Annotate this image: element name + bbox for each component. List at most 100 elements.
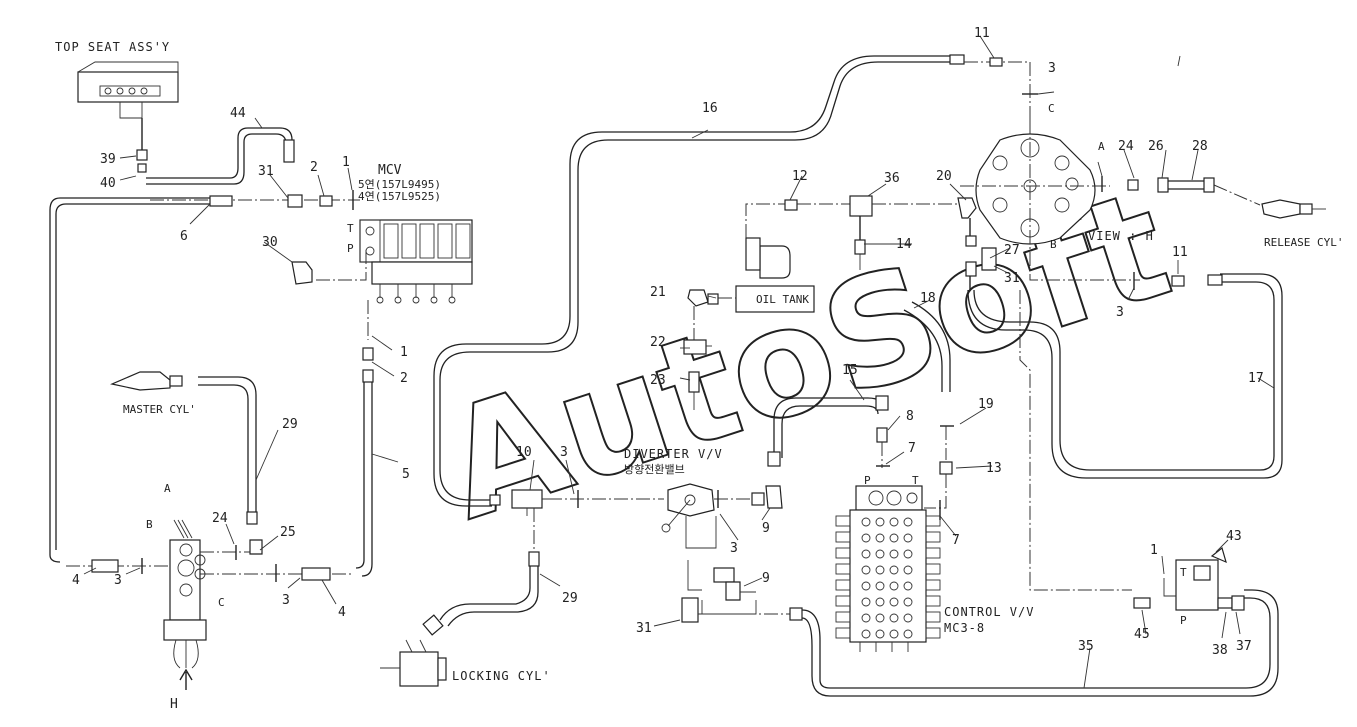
hose-29-left (198, 376, 257, 512)
callout-5: 5 (402, 467, 410, 482)
tee-31-upper (287, 194, 303, 208)
callout-leaders (83, 35, 1275, 689)
tag-b-right: B (1050, 238, 1057, 251)
callout-36: 36 (884, 171, 900, 186)
fitting-2-upper (319, 195, 333, 207)
mcv-block (359, 219, 473, 304)
callout-13: 13 (986, 461, 1002, 476)
callout-19: 19 (978, 397, 994, 412)
hose-17 (973, 281, 1275, 471)
tag-h: H (170, 697, 178, 712)
tee-10 (511, 489, 543, 509)
fitting-31-lower (681, 597, 699, 623)
callout-3-bottom: 3 (282, 593, 290, 608)
callout-4-bottom: 4 (338, 605, 346, 620)
callout-7-upper: 7 (908, 441, 916, 456)
callout-40: 40 (100, 176, 116, 191)
callout-2-mid: 2 (400, 371, 408, 386)
callout-numbers: 44 39 40 31 2 1 6 30 1 2 5 29 24 25 4 3 … (72, 26, 1264, 658)
callout-39: 39 (100, 152, 116, 167)
fitting-40 (137, 163, 147, 173)
callout-37: 37 (1236, 639, 1252, 654)
tag-a-right: A (1098, 140, 1105, 153)
callout-18: 18 (920, 291, 936, 306)
hose-35 (801, 597, 1271, 689)
tag-a-left: A (164, 482, 171, 495)
callout-8: 8 (906, 409, 914, 424)
fitting-39 (136, 149, 148, 161)
control-valve (835, 485, 941, 652)
master-cyl-label: MASTER CYL' (123, 403, 196, 416)
callout-45: 45 (1134, 627, 1150, 642)
callout-30: 30 (262, 235, 278, 250)
tag-b-left: B (146, 518, 153, 531)
hose-4-left (49, 197, 61, 563)
callout-20: 20 (936, 169, 952, 184)
callout-3-diverter-lower: 3 (730, 541, 738, 556)
callout-9-upper: 9 (762, 521, 770, 536)
oil-tank-label: OIL TANK (756, 293, 809, 306)
callout-3-right: 3 (1116, 305, 1124, 320)
hose-6-end (209, 195, 233, 207)
callout-2-upper: 2 (310, 160, 318, 175)
callout-10: 10 (516, 445, 532, 460)
callout-27: 27 (1004, 243, 1020, 258)
callout-24-right: 24 (1118, 139, 1134, 154)
valve43-port-p: P (1180, 614, 1187, 627)
callout-23: 23 (650, 373, 666, 388)
control-model-label: MC3-8 (944, 621, 985, 635)
callout-21: 21 (650, 285, 666, 300)
diverter-label: DIVERTER V/V (624, 447, 723, 461)
fitting-30 (291, 261, 313, 285)
callout-31-lower: 31 (636, 621, 652, 636)
control-port-t: T (912, 474, 919, 487)
mcv-label: MCV (378, 163, 402, 178)
valve43-port-t: T (1180, 566, 1187, 579)
control-port-p: P (864, 474, 871, 487)
callout-4-left: 4 (72, 573, 80, 588)
hose-44 (146, 127, 293, 179)
callout-7-lower: 7 (952, 533, 960, 548)
diverter-kr-label: 방향전환밸브 (624, 463, 685, 476)
master-cylinder (110, 371, 183, 391)
oil-tank (735, 237, 815, 313)
hose-16 (439, 61, 950, 501)
valve-43 (1163, 546, 1227, 611)
locking-cyl-label: LOCKING CYL' (452, 669, 551, 683)
diverter-valve (661, 483, 715, 533)
callout-22: 22 (650, 335, 666, 350)
callout-14: 14 (896, 237, 912, 252)
callout-17: 17 (1248, 371, 1264, 386)
callout-1-mid: 1 (400, 345, 408, 360)
callout-38: 38 (1212, 643, 1228, 658)
callout-3-left: 3 (114, 573, 122, 588)
fitting-36 (849, 195, 873, 217)
release-cylinder (1261, 199, 1326, 219)
mcv-5-label: 5연(157L9495) (358, 178, 441, 191)
callout-31-upper: 31 (258, 164, 274, 179)
callout-25: 25 (280, 525, 296, 540)
callout-1-upper: 1 (342, 155, 350, 170)
callout-35: 35 (1078, 639, 1094, 654)
brake-valve (163, 519, 207, 669)
release-cyl-label: RELEASE CYL' (1264, 236, 1343, 249)
mcv-port-p: P (347, 242, 354, 255)
top-seat-label: TOP SEAT ASS'Y (55, 40, 170, 54)
mcv-4-label: 4연(157L9525) (358, 190, 441, 203)
top-seat-assembly (77, 61, 179, 119)
callout-11-top: 11 (974, 26, 990, 41)
callout-1-right: 1 (1150, 543, 1158, 558)
callout-26: 26 (1148, 139, 1164, 154)
view-h-disk (975, 133, 1096, 245)
locking-cylinder (380, 639, 447, 687)
callout-44: 44 (230, 106, 246, 121)
callout-24-left: 24 (212, 511, 228, 526)
callout-3-diverter: 3 (560, 445, 568, 460)
callout-31-right: 31 (1004, 271, 1020, 286)
callout-15: 15 (842, 363, 858, 378)
callout-11-right: 11 (1172, 245, 1188, 260)
callout-3-top: 3 (1048, 61, 1056, 76)
callout-16: 16 (702, 101, 718, 116)
